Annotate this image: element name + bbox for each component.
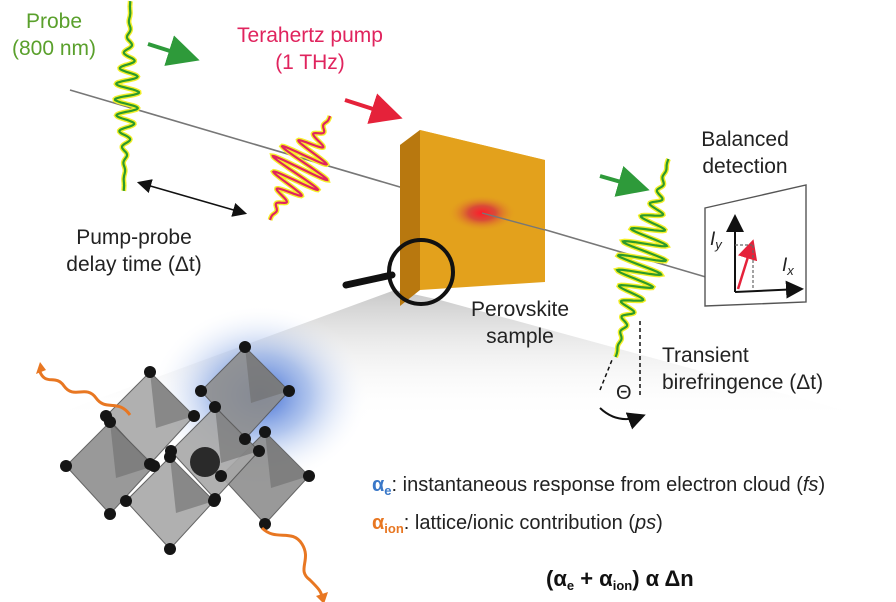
formula-rest: ) α Δn [632,566,694,591]
iy-subscript: y [715,237,722,252]
formula-plus: + α [574,566,613,591]
delay-double-arrow [136,179,248,217]
formula-sub-ion: ion [612,578,633,593]
pump-label-line2: (1 THz) [275,51,345,74]
ix-symbol: I [782,255,788,276]
sample-label-line2: sample [486,325,554,348]
pump-label-line1: Terahertz pump [237,24,383,47]
sample-label-line1: Perovskite [470,298,570,321]
iy-label: Iy [710,226,722,258]
formula-sub-e: e [566,578,575,593]
formula-open: (α [546,566,567,591]
sample-label: Perovskite sample [460,296,580,350]
detection-panel [704,184,807,307]
perovskite-lattice [36,305,370,602]
detection-label-line2: detection [702,155,788,178]
pump-label: Terahertz pump (1 THz) [230,22,390,76]
rotation-angle-indicator [599,320,646,430]
alpha-e-symbol: α [372,474,385,496]
legend-alpha-ion: αion: lattice/ionic contribution (ps) [372,512,663,536]
probe-label: Probe (800 nm) [6,8,102,62]
probe-label-line2: (800 nm) [11,37,97,60]
alpha-ion-subscript: ion [384,521,404,536]
formula: (αe + αion) α Δn [546,566,694,593]
pump-direction-arrow [344,93,403,124]
iy-symbol: I [710,229,716,250]
alpha-ion-symbol: α [372,512,385,534]
transmitted-probe-pulse [613,158,671,358]
alpha-e-unit: fs [802,474,819,496]
perovskite-sample [400,130,546,306]
alpha-ion-unit: ps [635,512,657,534]
theta-label: Θ [616,382,632,404]
pump-pulse [267,115,333,221]
alpha-e-close: ) [818,474,826,496]
delay-label-line1: Pump-probe [76,226,192,249]
delay-label: Pump-probe delay time (Δt) [44,224,224,278]
probe-label-line1: Probe [25,10,83,33]
probe-direction-arrow [147,35,200,66]
birefringence-label: Transient birefringence (Δt) [662,342,823,396]
ix-label: Ix [782,252,794,284]
transmitted-probe-arrow [599,166,650,197]
ix-subscript: x [787,263,794,278]
birefringence-label-line1: Transient [662,344,749,367]
outgoing-wave [260,526,324,599]
incoming-wave [38,371,132,416]
birefringence-label-line2: birefringence (Δt) [662,371,824,394]
probe-pulse [112,0,142,192]
alpha-e-text: : instantaneous response from electron c… [391,474,803,496]
delay-label-line2: delay time (Δt) [66,253,202,276]
magnifier-icon [342,238,455,306]
alpha-ion-text: : lattice/ionic contribution ( [403,512,636,534]
alpha-e-subscript: e [384,483,392,498]
legend-alpha-e: αe: instantaneous response from electron… [372,474,825,498]
alpha-ion-close: ) [656,512,663,534]
detection-label-line1: Balanced [701,128,789,151]
detection-label: Balanced detection [680,126,810,180]
